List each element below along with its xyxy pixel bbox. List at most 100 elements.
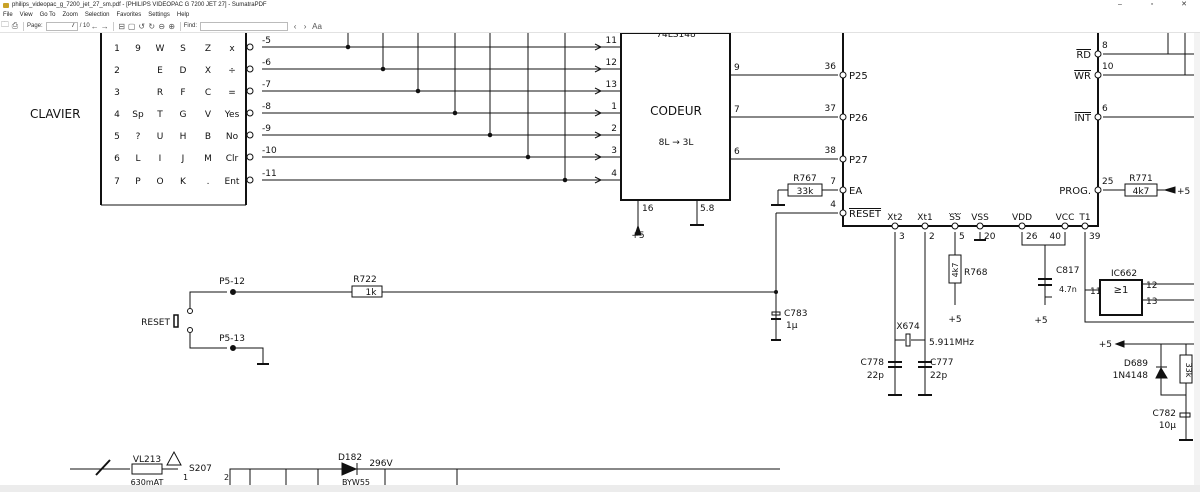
cpu-pin bbox=[951, 222, 959, 230]
c777-ref: C777 bbox=[930, 358, 953, 368]
maximize-button[interactable]: ▫ bbox=[1150, 1, 1154, 8]
supply-label: +5 bbox=[1177, 187, 1190, 197]
key-label: L bbox=[135, 154, 140, 164]
open-icon[interactable]: 🗀 bbox=[1, 20, 9, 29]
vertical-scrollbar[interactable] bbox=[1194, 33, 1200, 485]
menu-zoom[interactable]: Zoom bbox=[62, 12, 78, 18]
connector-pin bbox=[246, 109, 254, 117]
find-next-icon[interactable]: › bbox=[303, 21, 307, 31]
rotate-right-icon[interactable]: ↻ bbox=[148, 21, 156, 31]
cpu-pin-name: P27 bbox=[849, 155, 868, 166]
next-page-icon[interactable]: → bbox=[100, 21, 109, 31]
encoder-pin58: 5.8 bbox=[700, 204, 715, 214]
fuse-value: 630mAT bbox=[131, 478, 164, 485]
fit-page-icon[interactable]: ⊟ bbox=[118, 21, 126, 31]
window-title: philips_videopac_g_7200_jet_27_sm.pdf - … bbox=[12, 2, 267, 8]
match-case-button[interactable]: Aa bbox=[312, 21, 322, 31]
x674-ref: X674 bbox=[896, 322, 920, 332]
key-label: Sp bbox=[132, 110, 144, 120]
key-label: S bbox=[180, 44, 186, 54]
cpu-pin-name: Xt1 bbox=[917, 213, 932, 223]
cpu-pin-number: 25 bbox=[1102, 177, 1113, 187]
key-label: . bbox=[207, 177, 210, 187]
cpu-pin-name: EA bbox=[849, 186, 862, 197]
d689-ref: D689 bbox=[1124, 359, 1148, 369]
menu-selection[interactable]: Selection bbox=[84, 12, 110, 18]
key-label: V bbox=[205, 110, 212, 120]
c782-symbol bbox=[1179, 412, 1191, 418]
key-label: G bbox=[180, 110, 187, 120]
menu-settings[interactable]: Settings bbox=[148, 12, 170, 18]
zoom-out-icon[interactable]: ⊖ bbox=[158, 21, 166, 31]
row-line-label: -8 bbox=[262, 102, 271, 112]
diode-value: BYW55 bbox=[342, 478, 370, 485]
page-input[interactable] bbox=[45, 21, 78, 31]
ic662-pin11: 11 bbox=[1090, 287, 1101, 297]
cpu-pin-number: 37 bbox=[825, 104, 836, 114]
voltage-label: 296V bbox=[369, 459, 393, 469]
cpu-pin-number: 20 bbox=[984, 232, 996, 242]
key-label: No bbox=[226, 132, 239, 142]
zoom-in-icon[interactable]: ⊕ bbox=[168, 21, 176, 31]
cpu-pin bbox=[839, 113, 847, 121]
cpu-pin-number: 36 bbox=[825, 62, 837, 72]
cpu-pin-number: 38 bbox=[825, 146, 837, 156]
prev-page-icon[interactable]: ← bbox=[90, 21, 99, 31]
minimize-button[interactable]: – bbox=[1118, 1, 1122, 8]
key-label: P bbox=[135, 177, 141, 187]
cpu-pin bbox=[891, 222, 899, 230]
key-label: D bbox=[180, 66, 187, 76]
key-label: F bbox=[180, 88, 185, 98]
cpu-pin-name: WR bbox=[1074, 71, 1091, 82]
menu-favorites[interactable]: Favorites bbox=[116, 12, 142, 18]
menu-bar: File View Go To Zoom Selection Favorites… bbox=[0, 10, 1200, 20]
key-label: 4 bbox=[114, 110, 120, 120]
encoder-out-pin: 9 bbox=[734, 63, 740, 73]
c778-value: 22p bbox=[867, 371, 884, 381]
c817-ref: C817 bbox=[1056, 266, 1079, 276]
r768-value: 4k7 bbox=[951, 263, 960, 278]
cpu-pin bbox=[1081, 222, 1089, 230]
junction-dot bbox=[525, 154, 531, 160]
cpu-pin-name: P25 bbox=[849, 71, 868, 82]
cpu-pin-name: Xt2 bbox=[887, 213, 902, 223]
row-line-label: -10 bbox=[262, 146, 277, 156]
encoder-pin-number: 11 bbox=[606, 36, 617, 46]
app-icon bbox=[3, 2, 9, 8]
d689-value: 1N4148 bbox=[1113, 371, 1149, 381]
r722-ref: R722 bbox=[353, 275, 376, 285]
key-label: J bbox=[181, 154, 185, 164]
key-label: ? bbox=[136, 132, 141, 142]
connector-pin bbox=[246, 176, 254, 184]
supply-label: +5 bbox=[631, 231, 644, 241]
c783-ref: C783 bbox=[784, 309, 807, 319]
connector-pin bbox=[246, 131, 254, 139]
print-icon[interactable]: ⎙ bbox=[11, 21, 19, 30]
cpu-pin bbox=[976, 222, 984, 230]
arrow-icon bbox=[594, 109, 603, 117]
fit-width-icon[interactable]: ▢ bbox=[127, 21, 136, 31]
encoder-pin-number: 4 bbox=[611, 169, 617, 179]
rotate-left-icon[interactable]: ↺ bbox=[138, 21, 146, 31]
cpu-pin-number: 7 bbox=[830, 177, 836, 187]
encoder-part: 74LS148 bbox=[656, 33, 696, 40]
cpu-pin-number: 6 bbox=[1102, 104, 1108, 114]
key-label: = bbox=[228, 88, 236, 98]
find-input[interactable] bbox=[200, 21, 289, 31]
key-label: K bbox=[180, 177, 187, 187]
key-label: 5 bbox=[114, 132, 120, 142]
menu-file[interactable]: File bbox=[3, 12, 13, 18]
cpu-pin-name: RESET bbox=[849, 209, 882, 220]
menu-view[interactable]: View bbox=[19, 12, 33, 18]
cpu-pin bbox=[839, 186, 847, 194]
cpu-pin bbox=[1094, 186, 1102, 194]
junction-dot bbox=[487, 132, 493, 138]
menu-help[interactable]: Help bbox=[176, 12, 190, 18]
bottom-scrollbar[interactable] bbox=[0, 485, 1200, 492]
close-button[interactable]: ✕ bbox=[1181, 1, 1187, 8]
find-prev-icon[interactable]: ‹ bbox=[293, 21, 297, 31]
menu-goto[interactable]: Go To bbox=[39, 12, 56, 18]
key-label: O bbox=[156, 177, 163, 187]
